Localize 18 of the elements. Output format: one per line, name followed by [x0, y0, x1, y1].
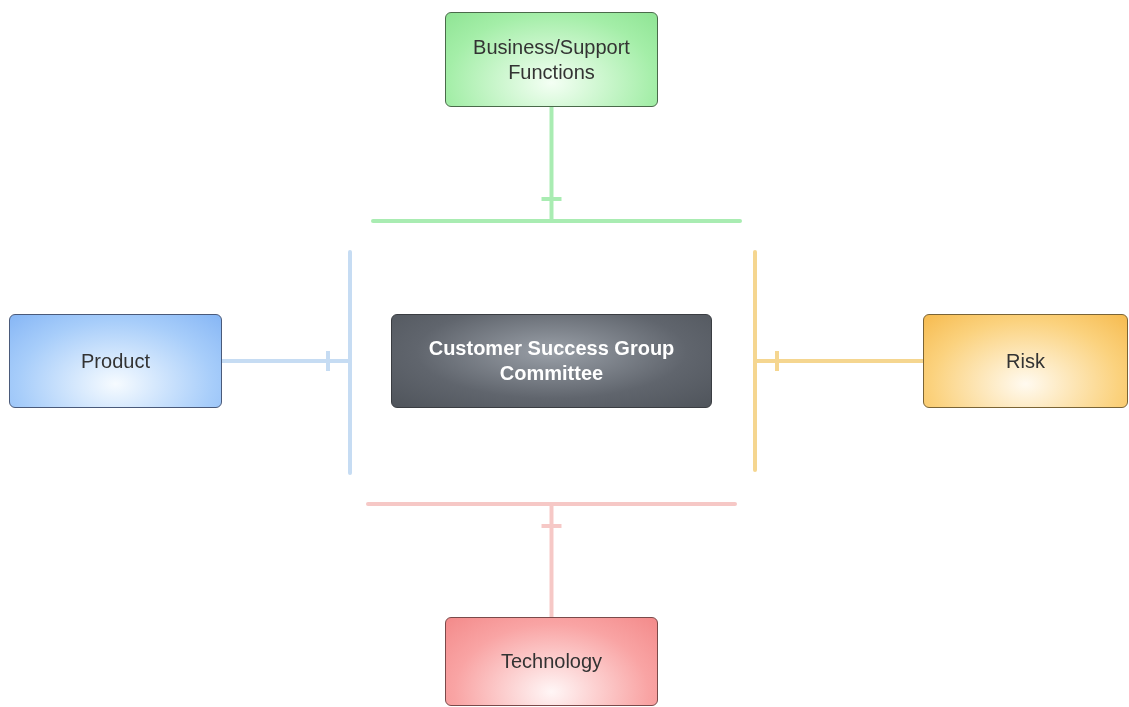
function-box — [445, 617, 658, 706]
box-label: Product — [80, 348, 151, 374]
box-label: Customer Success Group Committee — [427, 336, 676, 386]
box-label: Technology — [499, 649, 604, 674]
connector-line — [539, 506, 564, 617]
function-box — [923, 314, 1128, 408]
connector-bar — [753, 250, 757, 472]
connector-line — [222, 349, 348, 373]
connector-line — [539, 107, 564, 219]
connector-bar — [366, 502, 737, 506]
box-label: Business/Support Functions — [472, 34, 631, 85]
box-label: Risk — [1005, 348, 1046, 374]
connector-line — [757, 349, 923, 373]
committee-box — [391, 314, 712, 408]
function-box — [445, 12, 658, 107]
connector-bar — [371, 219, 742, 223]
connector-bar — [348, 250, 352, 475]
function-box — [9, 314, 222, 408]
